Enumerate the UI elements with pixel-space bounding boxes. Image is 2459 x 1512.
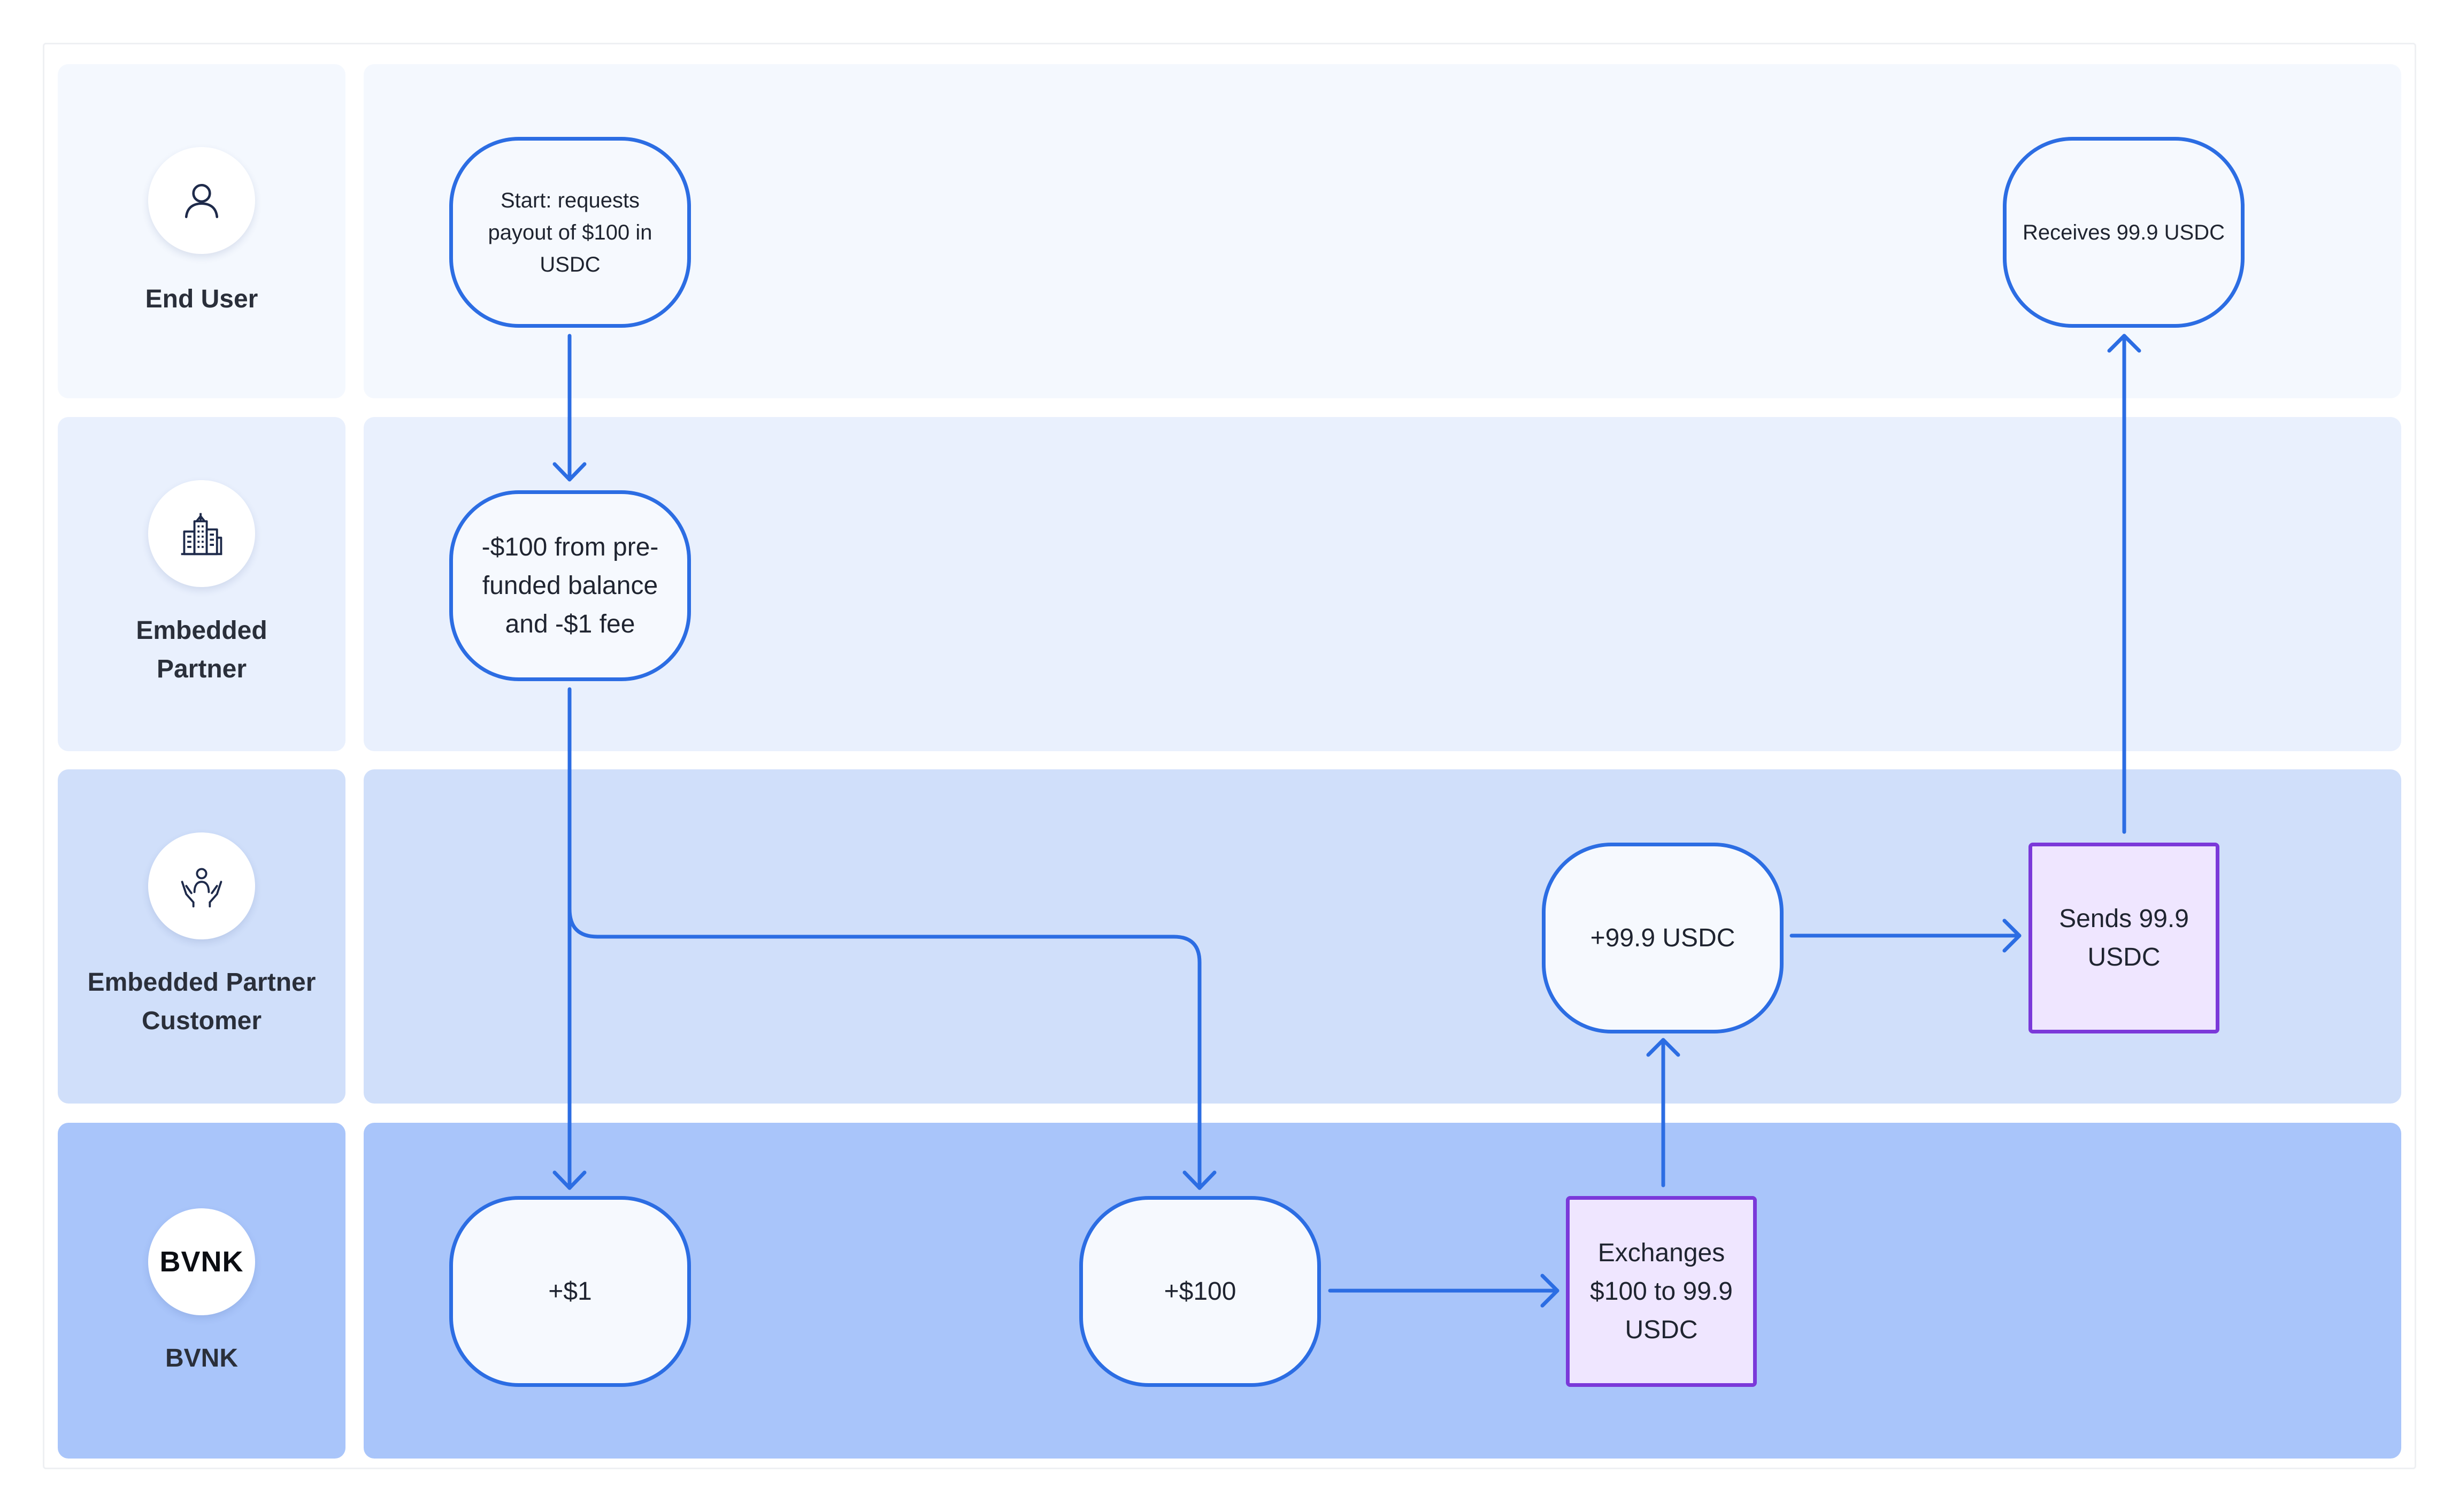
node-debit-balance-label: -$100 from pre-funded balance and -$1 fe… — [481, 533, 659, 638]
node-start-request: Start: requests payout of $100 in USDC — [449, 137, 691, 328]
arrow-sends-to-receives — [2107, 334, 2141, 834]
node-fee-credit: +$1 — [449, 1196, 691, 1387]
lane-name-partner-customer: Embedded Partner Customer — [87, 968, 316, 1035]
node-exchange: Exchanges $100 to 99.9 USDC — [1566, 1196, 1757, 1387]
node-receives-usdc-label: Receives 99.9 USDC — [2023, 220, 2225, 244]
arrow-start-to-debit — [552, 334, 587, 482]
lane-embedded-partner — [364, 417, 2401, 751]
arrow-debit-to-fee — [552, 687, 587, 1190]
arrow-debit-to-amount — [567, 907, 1217, 1190]
diagram-frame — [43, 43, 2416, 1469]
node-amount-credit: +$100 — [1079, 1196, 1321, 1387]
user-icon — [185, 183, 219, 218]
arrow-exchange-to-usdc — [1646, 1038, 1680, 1187]
hands-person-icon — [181, 868, 222, 908]
node-credit-usdc: +99.9 USDC — [1542, 843, 1784, 1033]
node-sends-usdc-label: Sends 99.9 USDC — [2059, 904, 2189, 971]
node-fee-credit-label: +$1 — [548, 1277, 592, 1306]
node-receives-usdc: Receives 99.9 USDC — [2003, 137, 2245, 328]
arrow-usdc-to-sends — [1789, 919, 2022, 953]
node-credit-usdc-label: +99.9 USDC — [1590, 923, 1735, 952]
embedded-partner-avatar — [148, 480, 255, 587]
lane-name-bvnk: BVNK — [165, 1344, 238, 1372]
arrow-amount-to-exchange — [1328, 1274, 1559, 1308]
node-amount-credit-label: +$100 — [1164, 1277, 1236, 1306]
bvnk-avatar: BVNK — [148, 1208, 255, 1315]
building-icon — [181, 513, 222, 556]
partner-customer-avatar — [148, 832, 255, 939]
node-debit-balance: -$100 from pre-funded balance and -$1 fe… — [449, 490, 691, 681]
end-user-avatar — [148, 147, 255, 254]
node-sends-usdc: Sends 99.9 USDC — [2028, 843, 2219, 1033]
node-start-request-label: Start: requests payout of $100 in USDC — [488, 188, 652, 276]
lane-name-end-user: End User — [145, 285, 258, 313]
bvnk-logo: BVNK — [159, 1246, 244, 1278]
node-exchange-label: Exchanges $100 to 99.9 USDC — [1590, 1238, 1733, 1344]
lane-name-embedded-partner: Embedded Partner — [136, 616, 267, 683]
